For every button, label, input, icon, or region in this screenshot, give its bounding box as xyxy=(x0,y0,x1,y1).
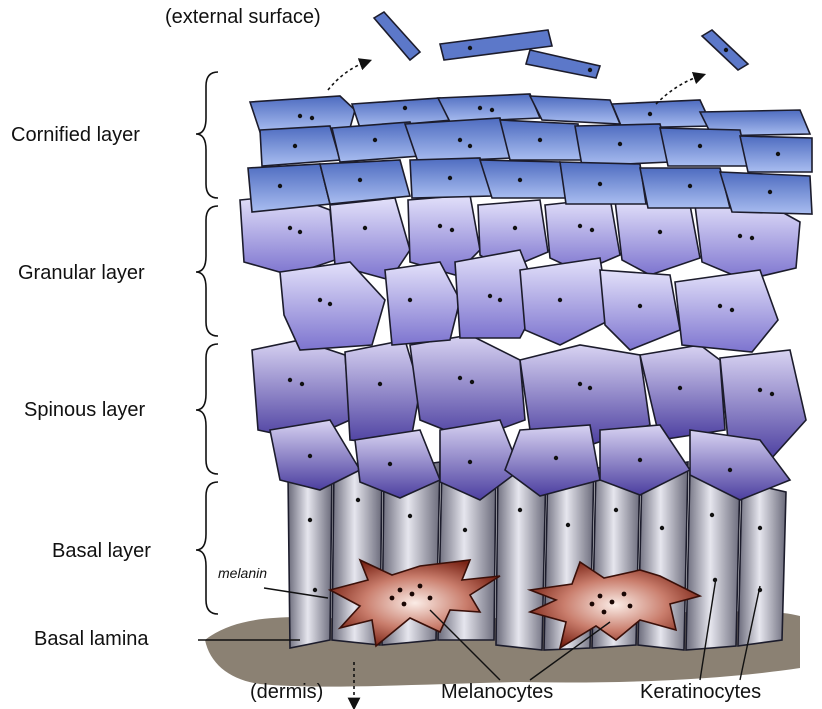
basal-layer-label: Basal layer xyxy=(52,540,151,563)
granular-cell xyxy=(385,262,460,345)
cornified-cell xyxy=(575,124,670,166)
melanin-label: melanin xyxy=(218,565,267,581)
basal-cell xyxy=(738,482,786,646)
shedding-cells xyxy=(374,12,748,78)
external-surface-label: (external surface) xyxy=(165,6,321,29)
basal-cell xyxy=(288,470,332,648)
granular-cell xyxy=(675,270,778,352)
basal-brace xyxy=(196,482,218,614)
cornified-cell xyxy=(260,126,340,166)
cornified-cell xyxy=(660,128,748,166)
keratinocytes-label: Keratinocytes xyxy=(640,681,761,704)
shedding-cell xyxy=(526,50,600,78)
granular-cell xyxy=(600,270,680,350)
granular-cell xyxy=(280,262,385,350)
cornified-cell xyxy=(248,164,330,212)
layer-braces xyxy=(196,72,218,614)
basal-lamina-label: Basal lamina xyxy=(34,628,149,651)
spinous-cell xyxy=(410,335,525,440)
granular-cell xyxy=(520,258,610,345)
cornified-brace xyxy=(196,72,218,198)
cornified-cell xyxy=(530,96,620,124)
granular-layer-label: Granular layer xyxy=(18,262,145,285)
granular-layer-cells xyxy=(240,195,800,352)
spinous-brace xyxy=(196,344,218,474)
cornified-cell xyxy=(612,100,712,128)
spinous-layer-cells xyxy=(252,335,806,500)
cornified-layer-cells xyxy=(248,94,812,214)
cornified-cell xyxy=(438,94,540,122)
cornified-cell xyxy=(720,172,812,214)
dermis-label: (dermis) xyxy=(250,681,323,704)
granular-brace xyxy=(196,206,218,336)
cornified-cell xyxy=(250,96,355,132)
granular-cell xyxy=(615,200,700,275)
cornified-layer-label: Cornified layer xyxy=(11,124,140,147)
shedding-arrow-left xyxy=(328,62,366,90)
cornified-cell xyxy=(640,168,730,208)
shedding-cell xyxy=(374,12,420,60)
cornified-cell xyxy=(320,160,410,204)
spinous-layer-label: Spinous layer xyxy=(24,399,145,422)
melanocytes-label: Melanocytes xyxy=(441,681,553,704)
cornified-cell xyxy=(560,162,646,204)
cornified-cell xyxy=(480,160,566,198)
basal-cell xyxy=(686,470,740,650)
spinous-cell xyxy=(345,340,420,445)
